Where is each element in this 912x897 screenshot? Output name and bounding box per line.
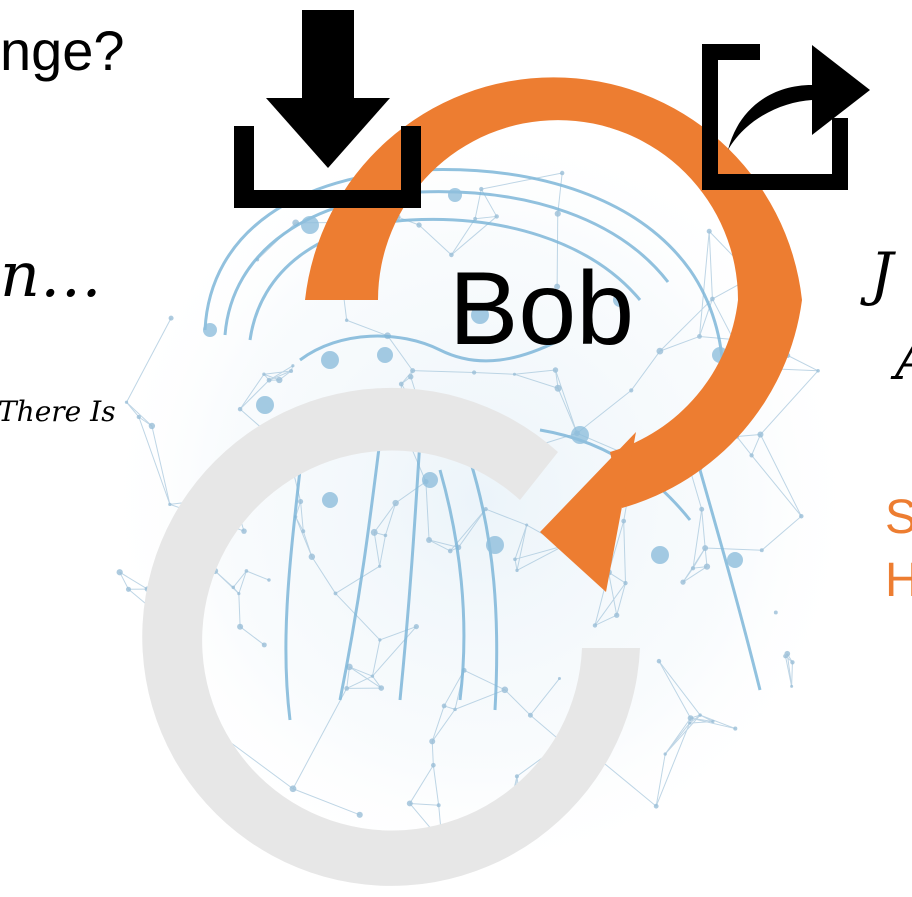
right-orange-fragment-2: H (885, 554, 912, 607)
right-text-fragment-1: J (870, 240, 894, 308)
ellipsis-fragment: n… (0, 238, 102, 311)
circular-arrow-icon (305, 77, 802, 592)
right-orange-fragment-1: S (885, 491, 912, 544)
there-is-fragment: There Is (0, 395, 116, 428)
right-text-fragment-2: A (895, 325, 912, 393)
download-icon[interactable] (234, 10, 421, 208)
center-name-label: Bob (449, 251, 635, 367)
heading-fragment: nge? (0, 19, 125, 82)
ring-shape (142, 387, 640, 886)
share-icon[interactable] (702, 44, 870, 190)
